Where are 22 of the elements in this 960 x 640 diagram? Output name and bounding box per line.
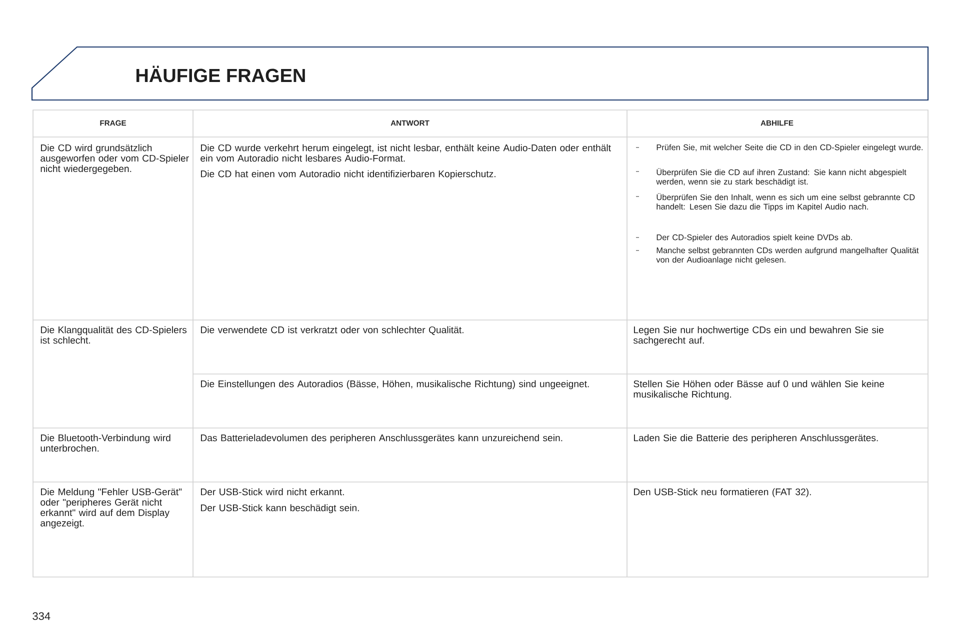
cause-text: Die CD hat einen vom Autoradio nicht identifizierbaren Kopierschutz. [201, 170, 496, 180]
question-text: Die CD wird grundsätzlich ausgeworfen oder vom CD-Spieler nicht wiedergegeben. [40, 144, 189, 174]
cause-text: Die verwendete CD ist verkratzt oder von schlechter Qualität. [201, 326, 464, 335]
remedy-list-item: Prüfen Sie, mit welcher Seite die CD in den CD-Spieler eingelegt wurde. [636, 144, 922, 152]
remedy-list-item: Der CD-Spieler des Autoradios spielt keine DVDs ab. [636, 234, 852, 242]
question-text: Die Bluetooth-Verbindung wird unterbrochen. [40, 434, 170, 452]
page-number: 334 [32, 612, 50, 620]
remedy-text: Legen Sie nur hochwertige CDs ein und bewahren Sie sie sachgerecht auf. [633, 326, 884, 346]
cause-text: Die CD wurde verkehrt herum eingelegt, ist nicht lesbar, enthält keine Audio-Daten oder enthält ein vom Autoradio nicht lesbares Audio-Format. [200, 144, 611, 162]
remedy-list-item: Überprüfen Sie die CD auf ihren Zustand: Sie kann nicht abgespielt werden, wenn sie zu stark beschädigt ist. [636, 168, 906, 186]
remedy-list-item: Manche selbst gebrannten CDs werden aufgrund mangelhafter Qualität von der Audioanlage nicht gelesen. [636, 247, 919, 264]
remedy-text: Stellen Sie Höhen oder Bässe auf 0 und wählen Sie keine musikalische Richtung. [634, 380, 884, 400]
cause-text: Der USB-Stick wird nicht erkannt. [201, 488, 344, 496]
cause-text: Die Einstellungen des Autoradios (Bässe, Höhen, musikalische Richtung) sind ungeeignet. [201, 380, 589, 390]
question-text: Die Meldung "Fehler USB-Gerät" oder "peripheres Gerät nicht erkannt" wird auf dem Display angezeigt. [40, 488, 182, 528]
remedy-text: Den USB-Stick neu formatieren (FAT 32). [634, 488, 811, 498]
remedy-text: Laden Sie die Batterie des peripheren Anschlussgerätes. [634, 434, 878, 444]
cause-text: Der USB-Stick kann beschädigt sein. [201, 504, 359, 514]
title-banner: HÄUFIGE FRAGEN [31, 46, 929, 101]
cause-text: Das Batterieladevolumen des peripheren Anschlussgerätes kann unzureichend sein. [201, 434, 562, 444]
question-text: Die Klangqualität des CD-Spielers ist schlecht. [40, 326, 187, 344]
remedy-list-item: Überprüfen Sie den Inhalt, wenn es sich um eine selbst gebrannte CD handelt: Lesen Sie dazu die Tipps im Kapitel Audio nach. [636, 193, 915, 212]
